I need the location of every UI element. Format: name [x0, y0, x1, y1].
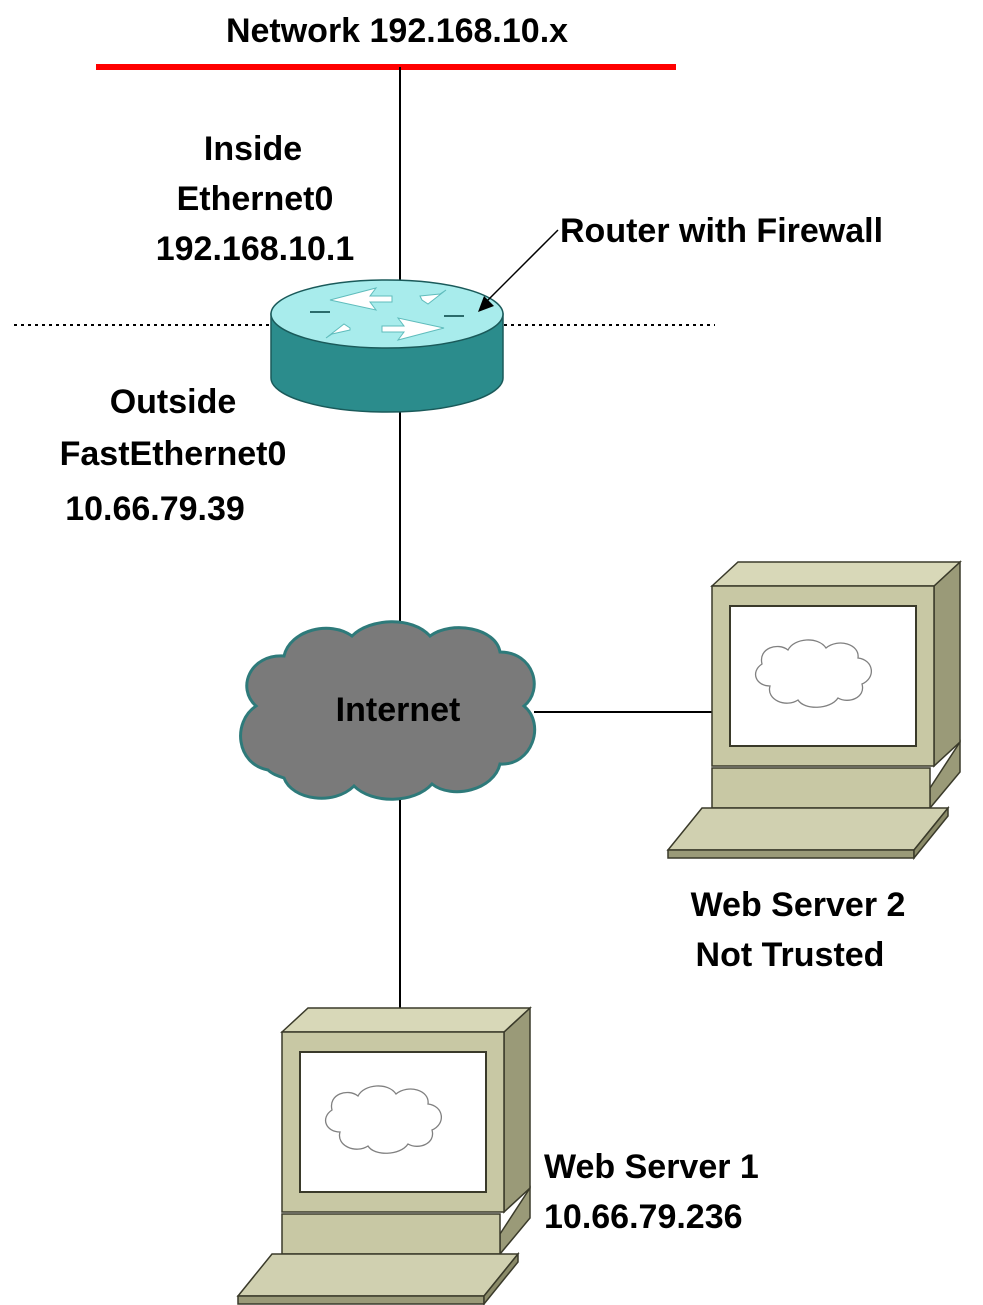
- router-pointer-line: [485, 229, 559, 303]
- web-server-2-label: Web Server 2: [691, 886, 906, 924]
- inside-interface-label: Ethernet0: [177, 180, 334, 218]
- web-server-1-ip-label: 10.66.79.236: [544, 1198, 743, 1236]
- computer-icon: [237, 1007, 531, 1305]
- router-icon: [270, 279, 504, 413]
- network-label: Network 192.168.10.x: [226, 12, 568, 50]
- computer-icon: [667, 561, 961, 859]
- router-pointer-arrowhead: [478, 296, 494, 312]
- outside-ip-label: 10.66.79.39: [65, 490, 245, 528]
- internet-cloud-icon: [239, 620, 537, 801]
- web-server-2-trust-label: Not Trusted: [696, 936, 885, 974]
- inside-label: Inside: [204, 130, 302, 168]
- outside-label: Outside: [110, 383, 237, 421]
- outside-interface-label: FastEthernet0: [60, 435, 287, 473]
- inside-ip-label: 192.168.10.1: [156, 230, 355, 268]
- web-server-1-label: Web Server 1: [544, 1148, 759, 1186]
- router-label: Router with Firewall: [560, 212, 883, 250]
- internet-label: Internet: [336, 691, 461, 729]
